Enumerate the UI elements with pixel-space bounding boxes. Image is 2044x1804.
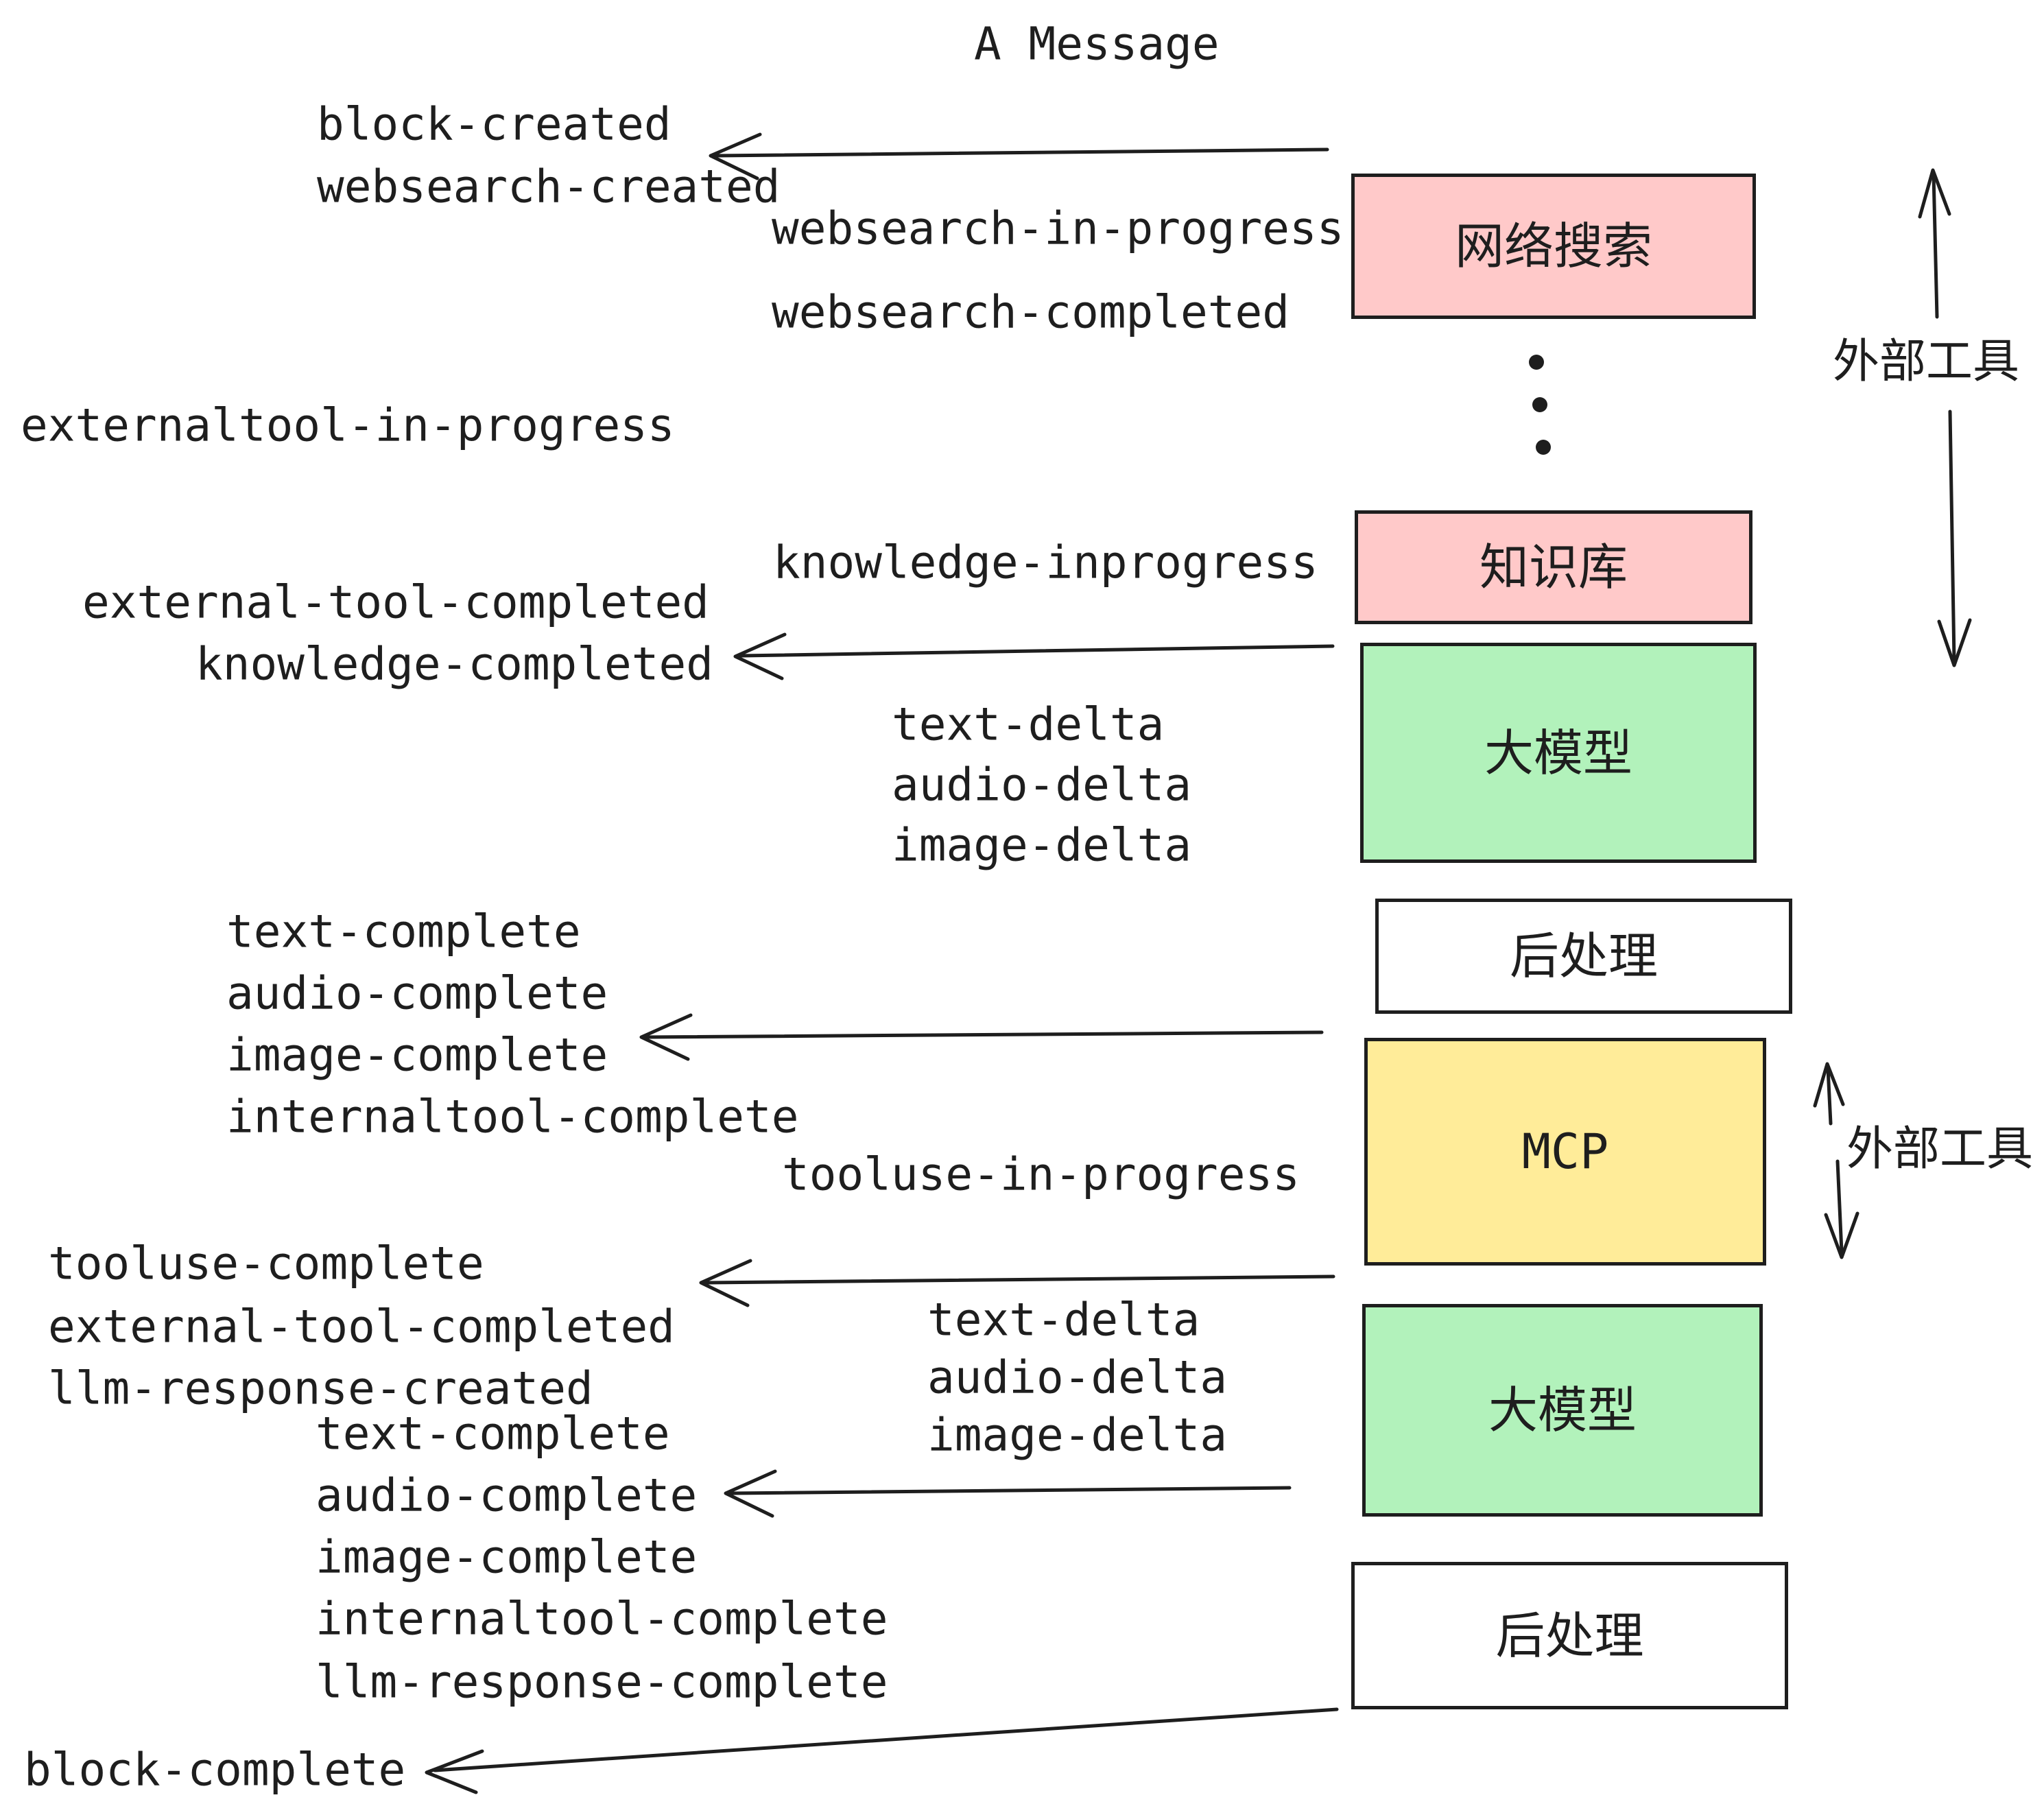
external-tools-down-arrow-2 [1824,1159,1859,1259]
event-block-complete: block-complete [24,1743,406,1796]
box-knowledge: 知识库 [1355,510,1752,624]
box-postprocess-1-label: 后处理 [1509,927,1658,985]
external-tools-label-top: 外部工具 [1833,335,2020,389]
event-text-complete-2: text-complete [316,1407,670,1460]
event-image-delta-1: image-delta [892,818,1192,872]
event-llm-response-complete: llm-response-complete [316,1655,888,1709]
box-websearch-label: 网络搜索 [1454,217,1652,275]
event-text-delta-2: text-delta [927,1293,1200,1346]
box-postprocess-2: 后处理 [1351,1562,1788,1709]
arrow-to-image-complete [639,1013,1324,1061]
arrow-to-tooluse-complete [699,1259,1335,1307]
external-tools-label-mid: 外部工具 [1846,1122,2034,1176]
diagram-title: A Message [974,17,1220,71]
event-internaltool-complete-1: internaltool-complete [226,1090,799,1143]
event-external-tool-completed-2: external-tool-completed [48,1300,675,1353]
event-text-delta-1: text-delta [892,698,1165,751]
event-tooluse-in-progress: tooluse-in-progress [782,1148,1300,1201]
event-image-delta-2: image-delta [927,1408,1228,1462]
event-image-complete-1: image-complete [226,1028,608,1082]
box-postprocess-2-label: 后处理 [1495,1606,1644,1665]
event-websearch-created: websearch-created [317,160,781,213]
box-knowledge-label: 知识库 [1479,538,1628,596]
arrow-to-block-complete [425,1707,1339,1794]
box-postprocess-1: 后处理 [1375,899,1792,1014]
event-internaltool-complete-2: internaltool-complete [316,1592,888,1646]
event-llm-response-created: llm-response-created [48,1362,593,1415]
box-websearch: 网络搜索 [1351,174,1756,319]
event-websearch-completed: websearch-completed [772,285,1290,339]
box-llm-1-label: 大模型 [1484,724,1632,782]
box-mcp: MCP [1364,1038,1766,1266]
event-externaltool-in-progress: externaltool-in-progress [21,399,675,452]
external-tools-up-arrow-2 [1813,1062,1845,1126]
box-llm-2-label: 大模型 [1488,1381,1637,1439]
event-tooluse-complete: tooluse-complete [48,1237,484,1290]
external-tools-up-arrow-1 [1918,168,1951,319]
external-tools-down-arrow-1 [1937,410,1972,667]
arrow-to-knowledge-completed [733,632,1335,680]
box-llm-2: 大模型 [1362,1304,1763,1517]
event-external-tool-completed-1: external-tool-completed [82,575,709,629]
event-audio-complete-2: audio-complete [316,1469,698,1522]
arrow-to-audio-complete [724,1469,1292,1518]
arrow-to-block-created [709,132,1329,180]
event-knowledge-completed: knowledge-completed [195,637,713,691]
event-audio-complete-1: audio-complete [226,966,608,1020]
event-websearch-in-progress: websearch-in-progress [772,202,1344,255]
event-audio-delta-2: audio-delta [927,1351,1228,1404]
event-knowledge-inprogress: knowledge-inprogress [773,536,1318,589]
event-audio-delta-1: audio-delta [892,758,1192,811]
event-text-complete-1: text-complete [226,905,581,958]
ellipsis-dots [1529,355,1551,455]
box-llm-1: 大模型 [1360,643,1757,863]
box-mcp-label: MCP [1521,1124,1609,1180]
event-block-created: block-created [317,97,672,151]
event-image-complete-2: image-complete [316,1530,698,1584]
